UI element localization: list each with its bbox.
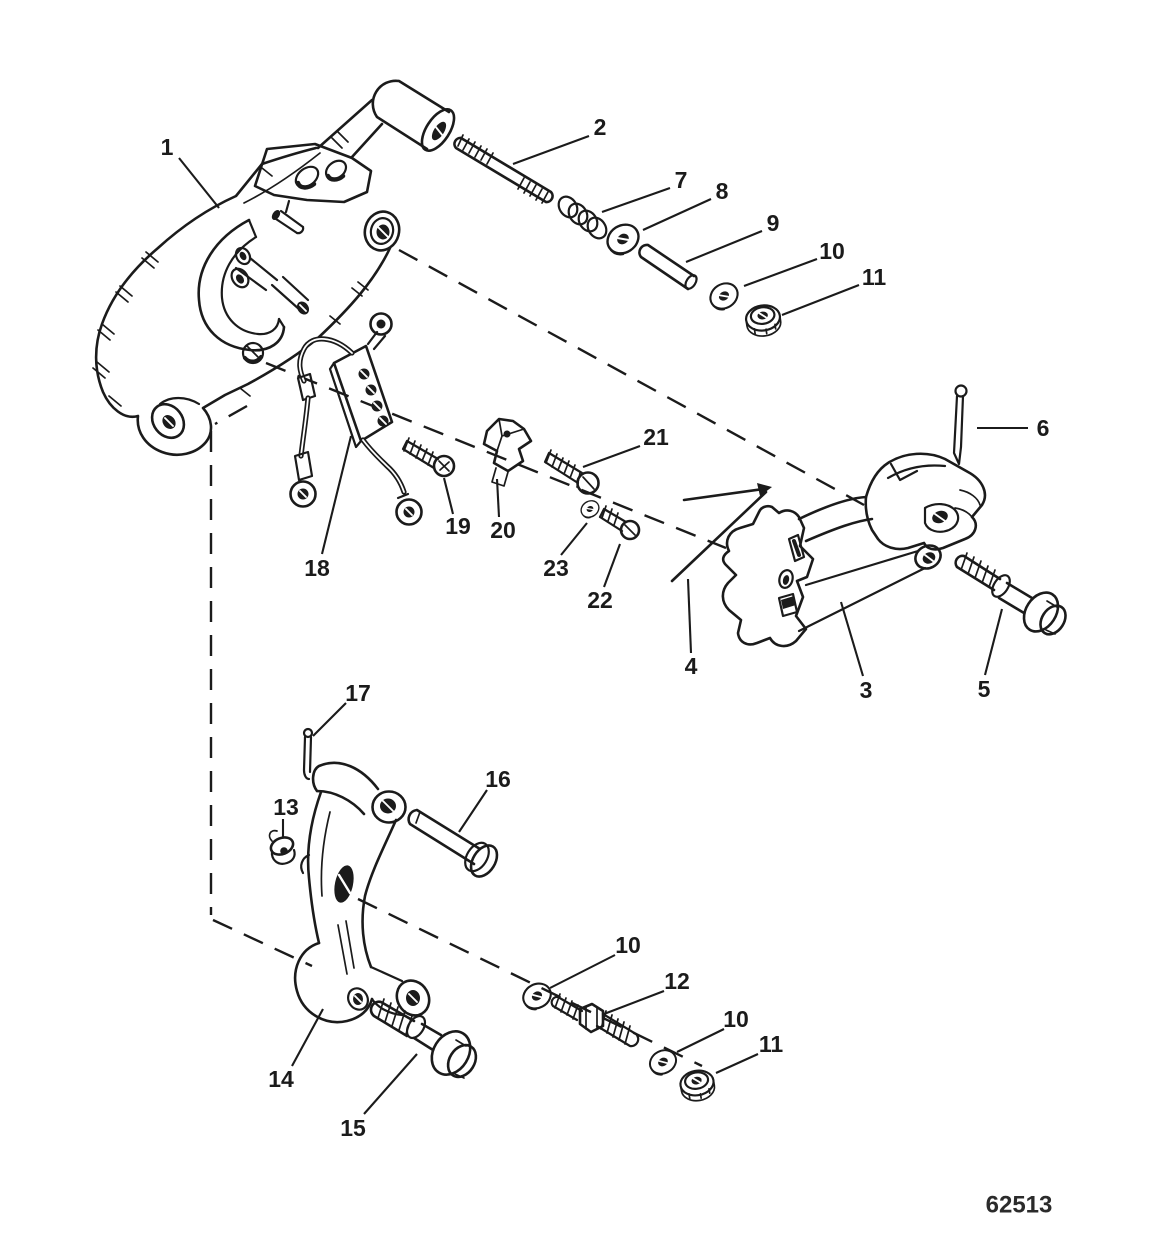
- leader-line-c23: [560, 522, 588, 556]
- leader-line-c22: [603, 543, 621, 588]
- leader-line-c10a: [743, 258, 818, 287]
- part-4-pointer: [670, 483, 772, 583]
- leader-line-c4: [686, 578, 693, 654]
- part-20-clamp: [482, 417, 533, 487]
- part-12-stud: [550, 993, 640, 1048]
- callout-c21: 21: [643, 424, 669, 450]
- callout-c16: 16: [485, 766, 511, 792]
- callout-c10a: 10: [819, 238, 845, 264]
- part-16-pin: [407, 808, 499, 878]
- part-11-locknut-lower: [677, 1066, 718, 1105]
- callout-c14: 14: [268, 1066, 294, 1092]
- part-18-switch-assembly: [289, 312, 423, 526]
- part-1-mounting-bracket: [92, 79, 456, 456]
- leader-line-c10c: [676, 1028, 725, 1053]
- callout-c8: 8: [716, 178, 729, 204]
- part-15-bolt: [369, 998, 478, 1079]
- callout-c4: 4: [685, 653, 698, 679]
- callout-c12: 12: [664, 968, 690, 994]
- part-19-screw: [401, 437, 456, 478]
- part-7-spring: [557, 195, 608, 240]
- leader-line-c1: [178, 157, 220, 209]
- part-6-cotter-pin: [952, 384, 968, 466]
- part-10-washer-mid: [517, 977, 557, 1015]
- leader-line-c5: [983, 608, 1004, 676]
- callout-c19: 19: [445, 513, 471, 539]
- part-10-washer-lower: [644, 1044, 682, 1080]
- leader-line-c3: [839, 601, 865, 677]
- part-2-stud: [453, 134, 554, 204]
- part-11-locknut-upper: [743, 302, 784, 340]
- leader-line-c16: [458, 789, 488, 833]
- callout-c20: 20: [490, 517, 516, 543]
- callout-c18: 18: [304, 555, 330, 581]
- callout-c11b: 11: [759, 1031, 784, 1057]
- leader-line-c19: [442, 477, 455, 515]
- leader-line-c18: [320, 435, 353, 555]
- part-22-screw: [598, 505, 641, 541]
- part-17-cotter-pin: [302, 727, 314, 781]
- leader-line-c8: [642, 198, 712, 231]
- callout-c6: 6: [1037, 415, 1050, 441]
- drawing-code: 62513: [986, 1192, 1053, 1219]
- callout-c11a: 11: [862, 264, 887, 290]
- leader-line-c14: [291, 1008, 324, 1067]
- part-10-washer-upper: [704, 277, 744, 315]
- part-14-lever: [293, 761, 431, 1024]
- part-3-shift-bracket: [721, 452, 987, 648]
- leader-line-c11b: [715, 1053, 759, 1074]
- leader-line-c10b: [549, 954, 616, 989]
- part-23-washer: [577, 496, 603, 522]
- leader-line-c7: [601, 187, 671, 213]
- callout-c7: 7: [675, 167, 688, 193]
- part-13-clip: [268, 829, 296, 865]
- callout-c15: 15: [340, 1115, 366, 1141]
- part-9-spacer: [638, 243, 698, 291]
- callout-c13: 13: [273, 794, 299, 820]
- leader-line-c21: [582, 445, 641, 468]
- callout-c23: 23: [543, 555, 569, 581]
- leader-line-c20: [495, 478, 501, 518]
- leader-line-c2: [512, 135, 590, 165]
- callout-c9: 9: [767, 210, 780, 236]
- callout-c1: 1: [161, 134, 174, 160]
- callout-c17: 17: [345, 680, 371, 706]
- callout-c10c: 10: [723, 1006, 749, 1032]
- leader-line-c17: [312, 702, 347, 737]
- callout-c2: 2: [594, 114, 607, 140]
- callout-c22: 22: [587, 587, 613, 613]
- part-5-bolt: [954, 552, 1067, 636]
- callout-c3: 3: [860, 677, 873, 703]
- alignment-dashed-lines: [209, 248, 865, 1068]
- leader-line-c9: [685, 230, 763, 263]
- leader-line-c11a: [781, 284, 860, 316]
- callout-c5: 5: [978, 676, 991, 702]
- callout-c10b: 10: [615, 932, 641, 958]
- part-21-screw: [543, 449, 600, 495]
- leader-line-c12: [603, 990, 665, 1015]
- leader-line-c15: [363, 1053, 418, 1115]
- part-8-washer: [600, 217, 646, 261]
